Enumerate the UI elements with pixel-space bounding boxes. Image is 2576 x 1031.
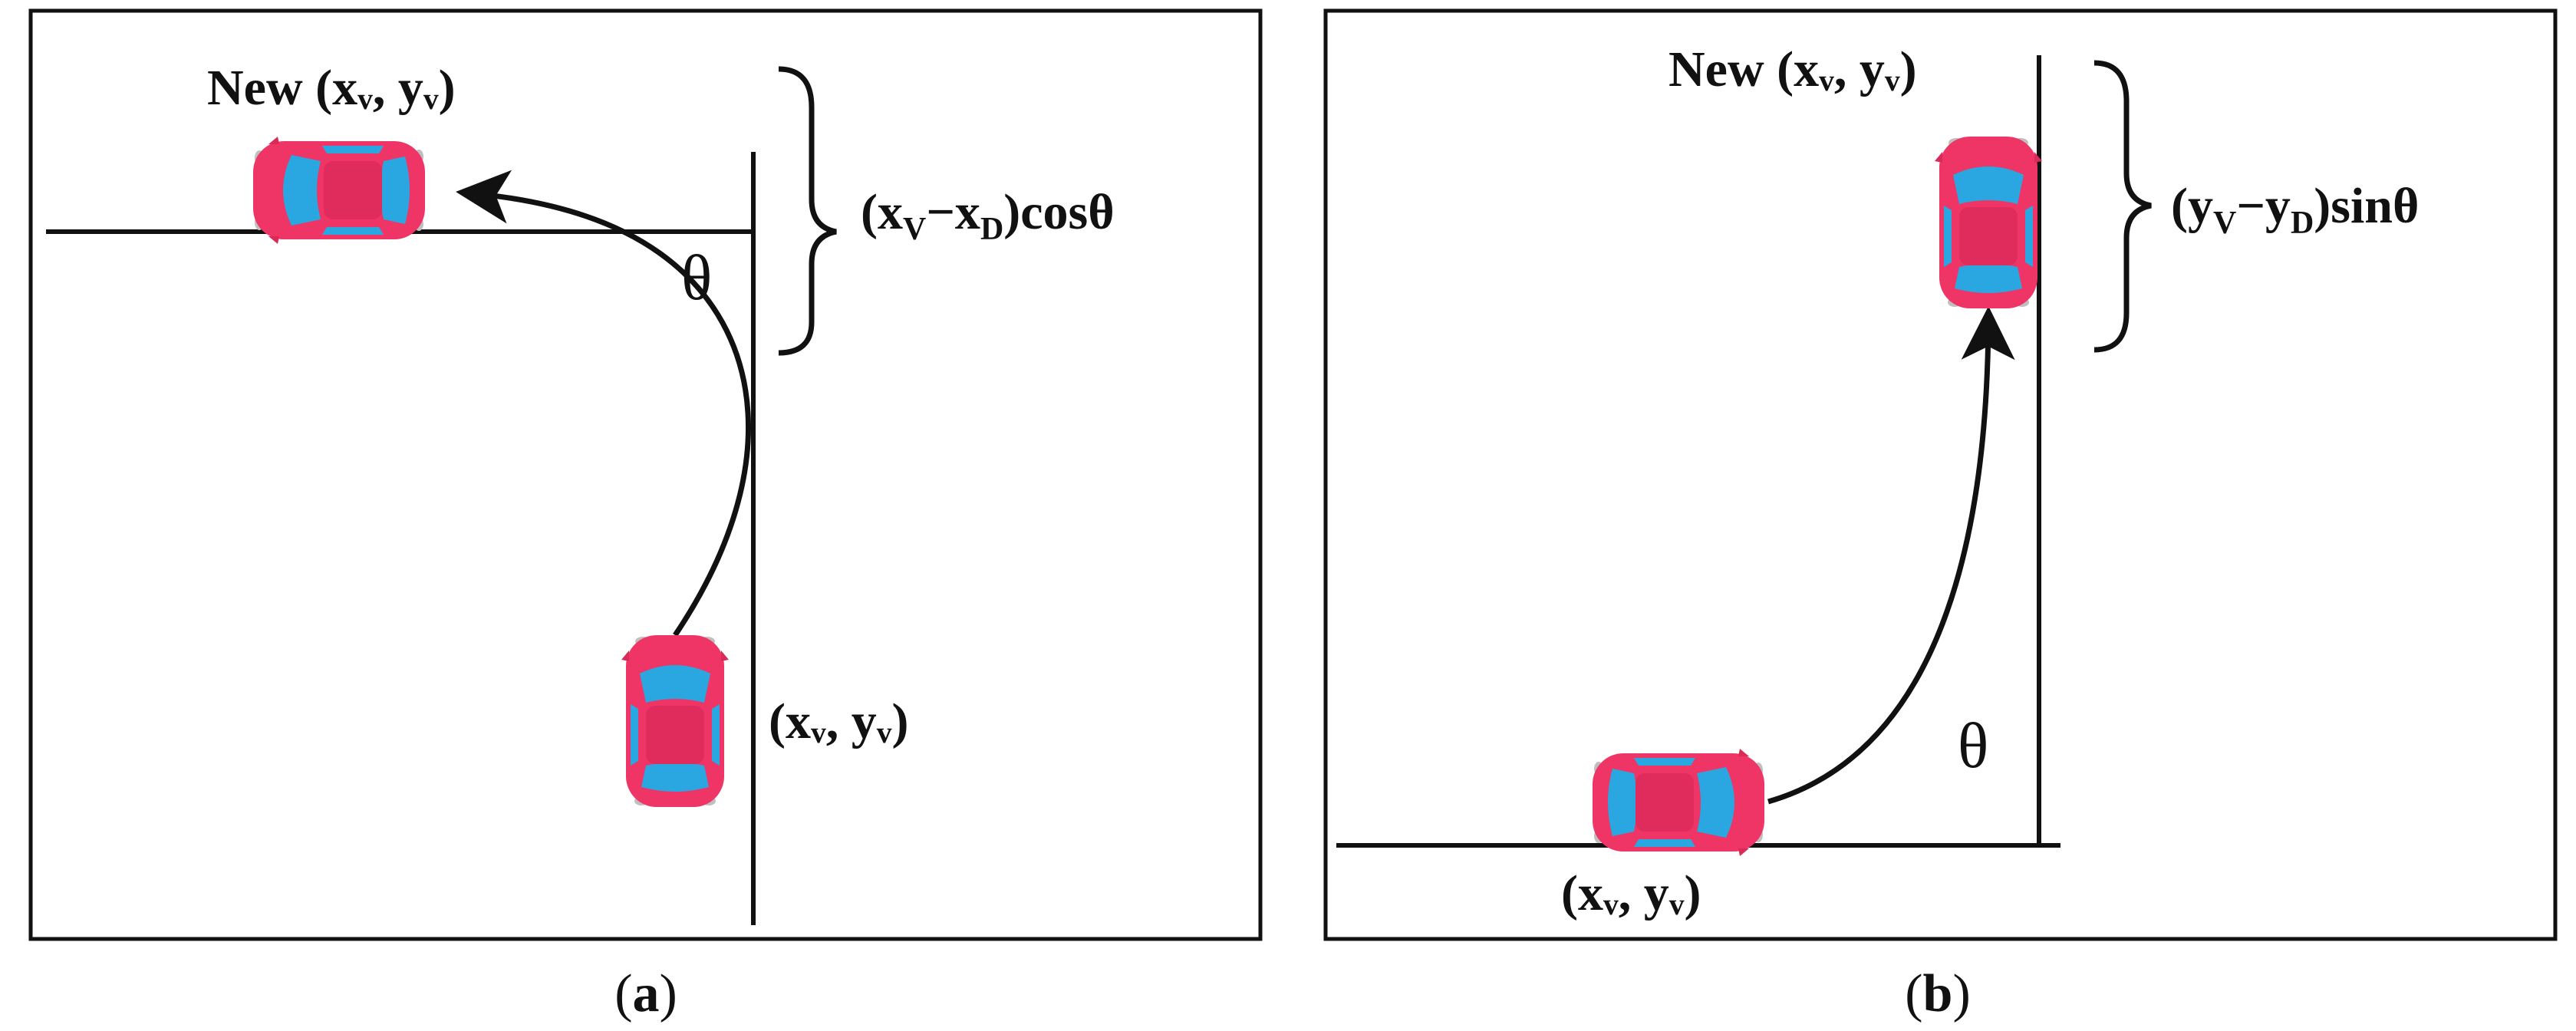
- car-icon: [621, 635, 729, 807]
- panel-a-frame: [28, 8, 1263, 941]
- panel-a-caption: (a): [614, 964, 677, 1023]
- panel-b-start-position-label: (xᵥ, yᵥ): [1561, 865, 1701, 921]
- panel-a-new-position-label: New (xᵥ, yᵥ): [207, 60, 456, 116]
- curly-brace-icon: [2093, 60, 2152, 353]
- car-icon: [253, 137, 425, 244]
- panel-b-angle-theta-label: θ: [1958, 710, 1988, 782]
- panel-b-caption: (b): [1905, 964, 1971, 1023]
- panel-b-new-position-label: New (xᵥ, yᵥ): [1668, 41, 1917, 97]
- panel-a-offset-formula: (xV−xD)cosθ: [861, 184, 1115, 247]
- panel-a: New (xᵥ, yᵥ) (xᵥ, yᵥ) θ (xV−xD)cosθ (a): [28, 8, 1263, 1023]
- car-icon: [1935, 137, 2042, 308]
- panel-a-angle-theta-label: θ: [681, 242, 712, 314]
- panel-b-trajectory-arrow: [1767, 306, 2015, 805]
- curly-brace-icon: [778, 66, 837, 356]
- panel-b: New (xᵥ, yᵥ) (xᵥ, yᵥ) θ (yV−yD)sinθ (b): [1323, 8, 2558, 1023]
- panel-a-start-position-label: (xᵥ, yᵥ): [769, 693, 908, 749]
- panel-b-offset-formula: (yV−yD)sinθ: [2171, 178, 2419, 241]
- car-icon: [1593, 749, 1764, 856]
- panel-b-frame: [1323, 8, 2558, 941]
- panel-a-trajectory-arrow: [456, 170, 751, 637]
